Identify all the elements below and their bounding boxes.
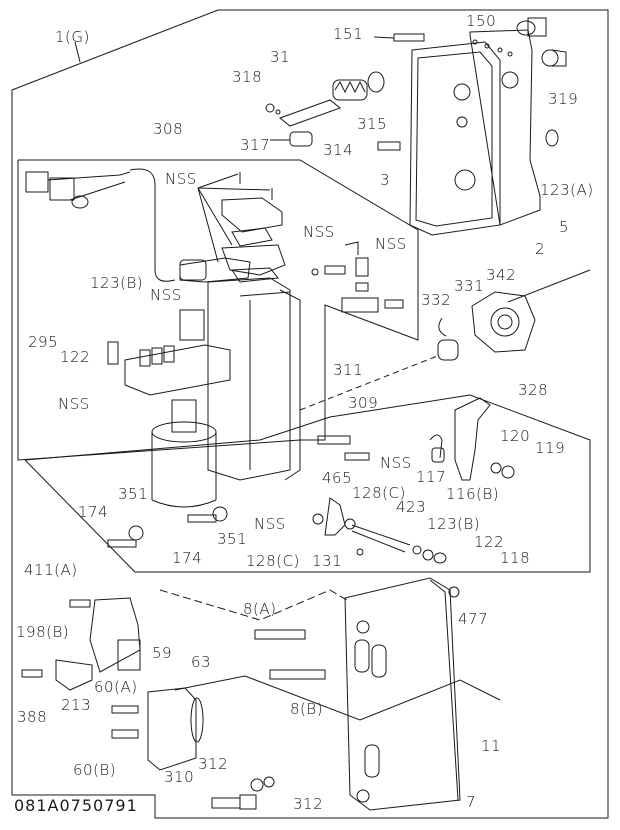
label-7: 7 — [466, 793, 477, 811]
label-310: 310 — [164, 768, 195, 786]
subassembly-308-box — [18, 160, 418, 460]
label-317: 317 — [240, 136, 271, 154]
label-118: 118 — [500, 549, 531, 567]
label-60a: 60(A) — [94, 678, 138, 696]
lower-parts-box — [25, 395, 590, 572]
label-nss-5: NSS — [58, 395, 90, 413]
label-123b-top: 123(B) — [90, 274, 144, 292]
label-63: 63 — [191, 653, 212, 671]
label-308: 308 — [153, 120, 184, 138]
label-8a: 8(A) — [243, 600, 277, 618]
label-314: 314 — [323, 141, 354, 159]
label-nss-2: NSS — [303, 223, 335, 241]
label-119: 119 — [535, 439, 566, 457]
outer-frame — [12, 10, 608, 818]
label-312-a: 312 — [198, 755, 229, 773]
label-1g: 1(G) — [55, 28, 90, 46]
label-315: 315 — [357, 115, 388, 133]
label-342: 342 — [486, 266, 517, 284]
label-122-bot: 122 — [474, 533, 505, 551]
label-295: 295 — [28, 333, 59, 351]
label-60b: 60(B) — [73, 761, 117, 779]
label-351-a: 351 — [118, 485, 149, 503]
label-nss-3: NSS — [375, 235, 407, 253]
label-120: 120 — [500, 427, 531, 445]
label-5: 5 — [559, 218, 570, 236]
label-31: 31 — [270, 48, 291, 66]
label-8b: 8(B) — [290, 700, 324, 718]
label-388: 388 — [17, 708, 48, 726]
label-nss-1: NSS — [165, 170, 197, 188]
figure-id: 081A0750791 — [14, 796, 138, 815]
label-311: 311 — [333, 361, 364, 379]
label-2: 2 — [535, 240, 546, 258]
label-174-a: 174 — [78, 503, 109, 521]
label-328: 328 — [518, 381, 549, 399]
label-150: 150 — [466, 12, 497, 30]
label-123a: 123(A) — [540, 181, 594, 199]
label-411a: 411(A) — [24, 561, 78, 579]
label-331: 331 — [454, 277, 485, 295]
label-477: 477 — [458, 610, 489, 628]
label-nss-4: NSS — [150, 286, 182, 304]
label-117: 117 — [416, 468, 447, 486]
label-11: 11 — [481, 737, 502, 755]
label-151: 151 — [333, 25, 364, 43]
label-122-top: 122 — [60, 348, 91, 366]
label-123b-bot: 123(B) — [427, 515, 481, 533]
label-198b: 198(B) — [16, 623, 70, 641]
label-332: 332 — [421, 291, 452, 309]
label-116b: 116(B) — [446, 485, 500, 503]
label-nss-6: NSS — [380, 454, 412, 472]
label-351-b: 351 — [217, 530, 248, 548]
label-309: 309 — [348, 394, 379, 412]
label-59: 59 — [152, 644, 173, 662]
label-319: 319 — [548, 90, 579, 108]
label-128c-top: 128(C) — [352, 484, 406, 502]
label-128c-bot: 128(C) — [246, 552, 300, 570]
label-465: 465 — [322, 469, 353, 487]
label-3: 3 — [380, 171, 391, 189]
label-423: 423 — [396, 498, 427, 516]
label-nss-7: NSS — [254, 515, 286, 533]
label-174-b: 174 — [172, 549, 203, 567]
label-131: 131 — [312, 552, 343, 570]
label-213: 213 — [61, 696, 92, 714]
label-318: 318 — [232, 68, 263, 86]
label-312-b: 312 — [293, 795, 324, 813]
